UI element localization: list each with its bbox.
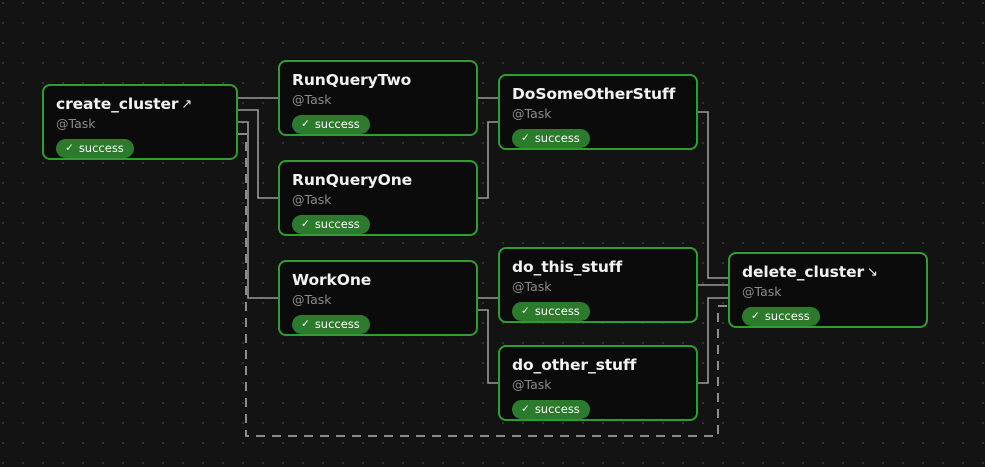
status-badge-label: success [764, 308, 810, 323]
node-title-text: do_this_stuff [512, 258, 623, 276]
arrow-down-right-icon: ↘ [867, 264, 878, 280]
node-do_other_stuff[interactable]: do_other_stuff @Task ✓ success [498, 345, 698, 421]
node-subtitle: @Task [512, 377, 552, 392]
node-title-text: do_other_stuff [512, 356, 637, 374]
node-DoSomeOtherStuff[interactable]: DoSomeOtherStuff @Task ✓ success [498, 74, 698, 150]
node-WorkOne[interactable]: WorkOne @Task ✓ success [278, 260, 478, 336]
node-title-text: RunQueryOne [292, 171, 413, 189]
node-subtitle: @Task [512, 279, 552, 294]
status-badge-label: success [314, 216, 360, 231]
node-title: delete_cluster↘ [742, 263, 914, 281]
node-do_this_stuff[interactable]: do_this_stuff @Task ✓ success [498, 247, 698, 323]
node-subtitle: @Task [292, 292, 332, 307]
status-badge: ✓ success [742, 307, 820, 326]
status-badge-label: success [314, 316, 360, 331]
edge-DoSomeOtherStuff-to-delete_cluster[interactable] [698, 111, 728, 279]
arrow-up-right-icon: ↗ [181, 96, 193, 112]
edge-RunQueryOne-to-DoSomeOtherStuff[interactable] [478, 121, 498, 199]
node-subtitle: @Task [742, 284, 782, 299]
node-title-text: create_cluster [56, 95, 179, 113]
check-icon: ✓ [751, 310, 760, 322]
status-badge-label: success [534, 401, 580, 416]
node-subtitle: @Task [512, 106, 552, 121]
status-badge: ✓ success [512, 129, 590, 148]
status-badge: ✓ success [512, 400, 590, 419]
status-badge-label: success [314, 116, 360, 131]
node-title: do_other_stuff [512, 356, 684, 374]
status-badge: ✓ success [292, 315, 370, 334]
node-title: RunQueryOne [292, 171, 464, 189]
node-title: RunQueryTwo [292, 71, 464, 89]
edge-WorkOne-to-do_other_stuff[interactable] [478, 309, 498, 384]
node-delete_cluster[interactable]: delete_cluster↘ @Task ✓ success [728, 252, 928, 328]
edge-create_cluster-to-RunQueryOne[interactable] [238, 109, 278, 199]
status-badge: ✓ success [512, 302, 590, 321]
node-title-text: delete_cluster [742, 263, 865, 281]
status-badge: ✓ success [292, 215, 370, 234]
node-RunQueryTwo[interactable]: RunQueryTwo @Task ✓ success [278, 60, 478, 136]
status-badge: ✓ success [292, 115, 370, 134]
node-title: WorkOne [292, 271, 464, 289]
node-title: DoSomeOtherStuff [512, 85, 684, 103]
node-create_cluster[interactable]: create_cluster↗ @Task ✓ success [42, 84, 238, 160]
node-subtitle: @Task [292, 92, 332, 107]
check-icon: ✓ [301, 218, 310, 230]
check-icon: ✓ [301, 118, 310, 130]
node-subtitle: @Task [56, 116, 96, 131]
node-title-text: WorkOne [292, 271, 372, 289]
node-title-text: DoSomeOtherStuff [512, 85, 676, 103]
check-icon: ✓ [521, 132, 530, 144]
node-RunQueryOne[interactable]: RunQueryOne @Task ✓ success [278, 160, 478, 236]
status-badge-label: success [78, 140, 124, 155]
edge-create_cluster-to-WorkOne[interactable] [238, 121, 278, 299]
check-icon: ✓ [521, 403, 530, 415]
check-icon: ✓ [65, 142, 74, 154]
node-subtitle: @Task [292, 192, 332, 207]
node-title: create_cluster↗ [56, 95, 224, 113]
node-title-text: RunQueryTwo [292, 71, 412, 89]
edge-do_other_stuff-to-delete_cluster[interactable] [698, 297, 728, 384]
status-badge-label: success [534, 303, 580, 318]
check-icon: ✓ [301, 318, 310, 330]
status-badge: ✓ success [56, 139, 134, 158]
status-badge-label: success [534, 130, 580, 145]
check-icon: ✓ [521, 305, 530, 317]
node-title: do_this_stuff [512, 258, 684, 276]
